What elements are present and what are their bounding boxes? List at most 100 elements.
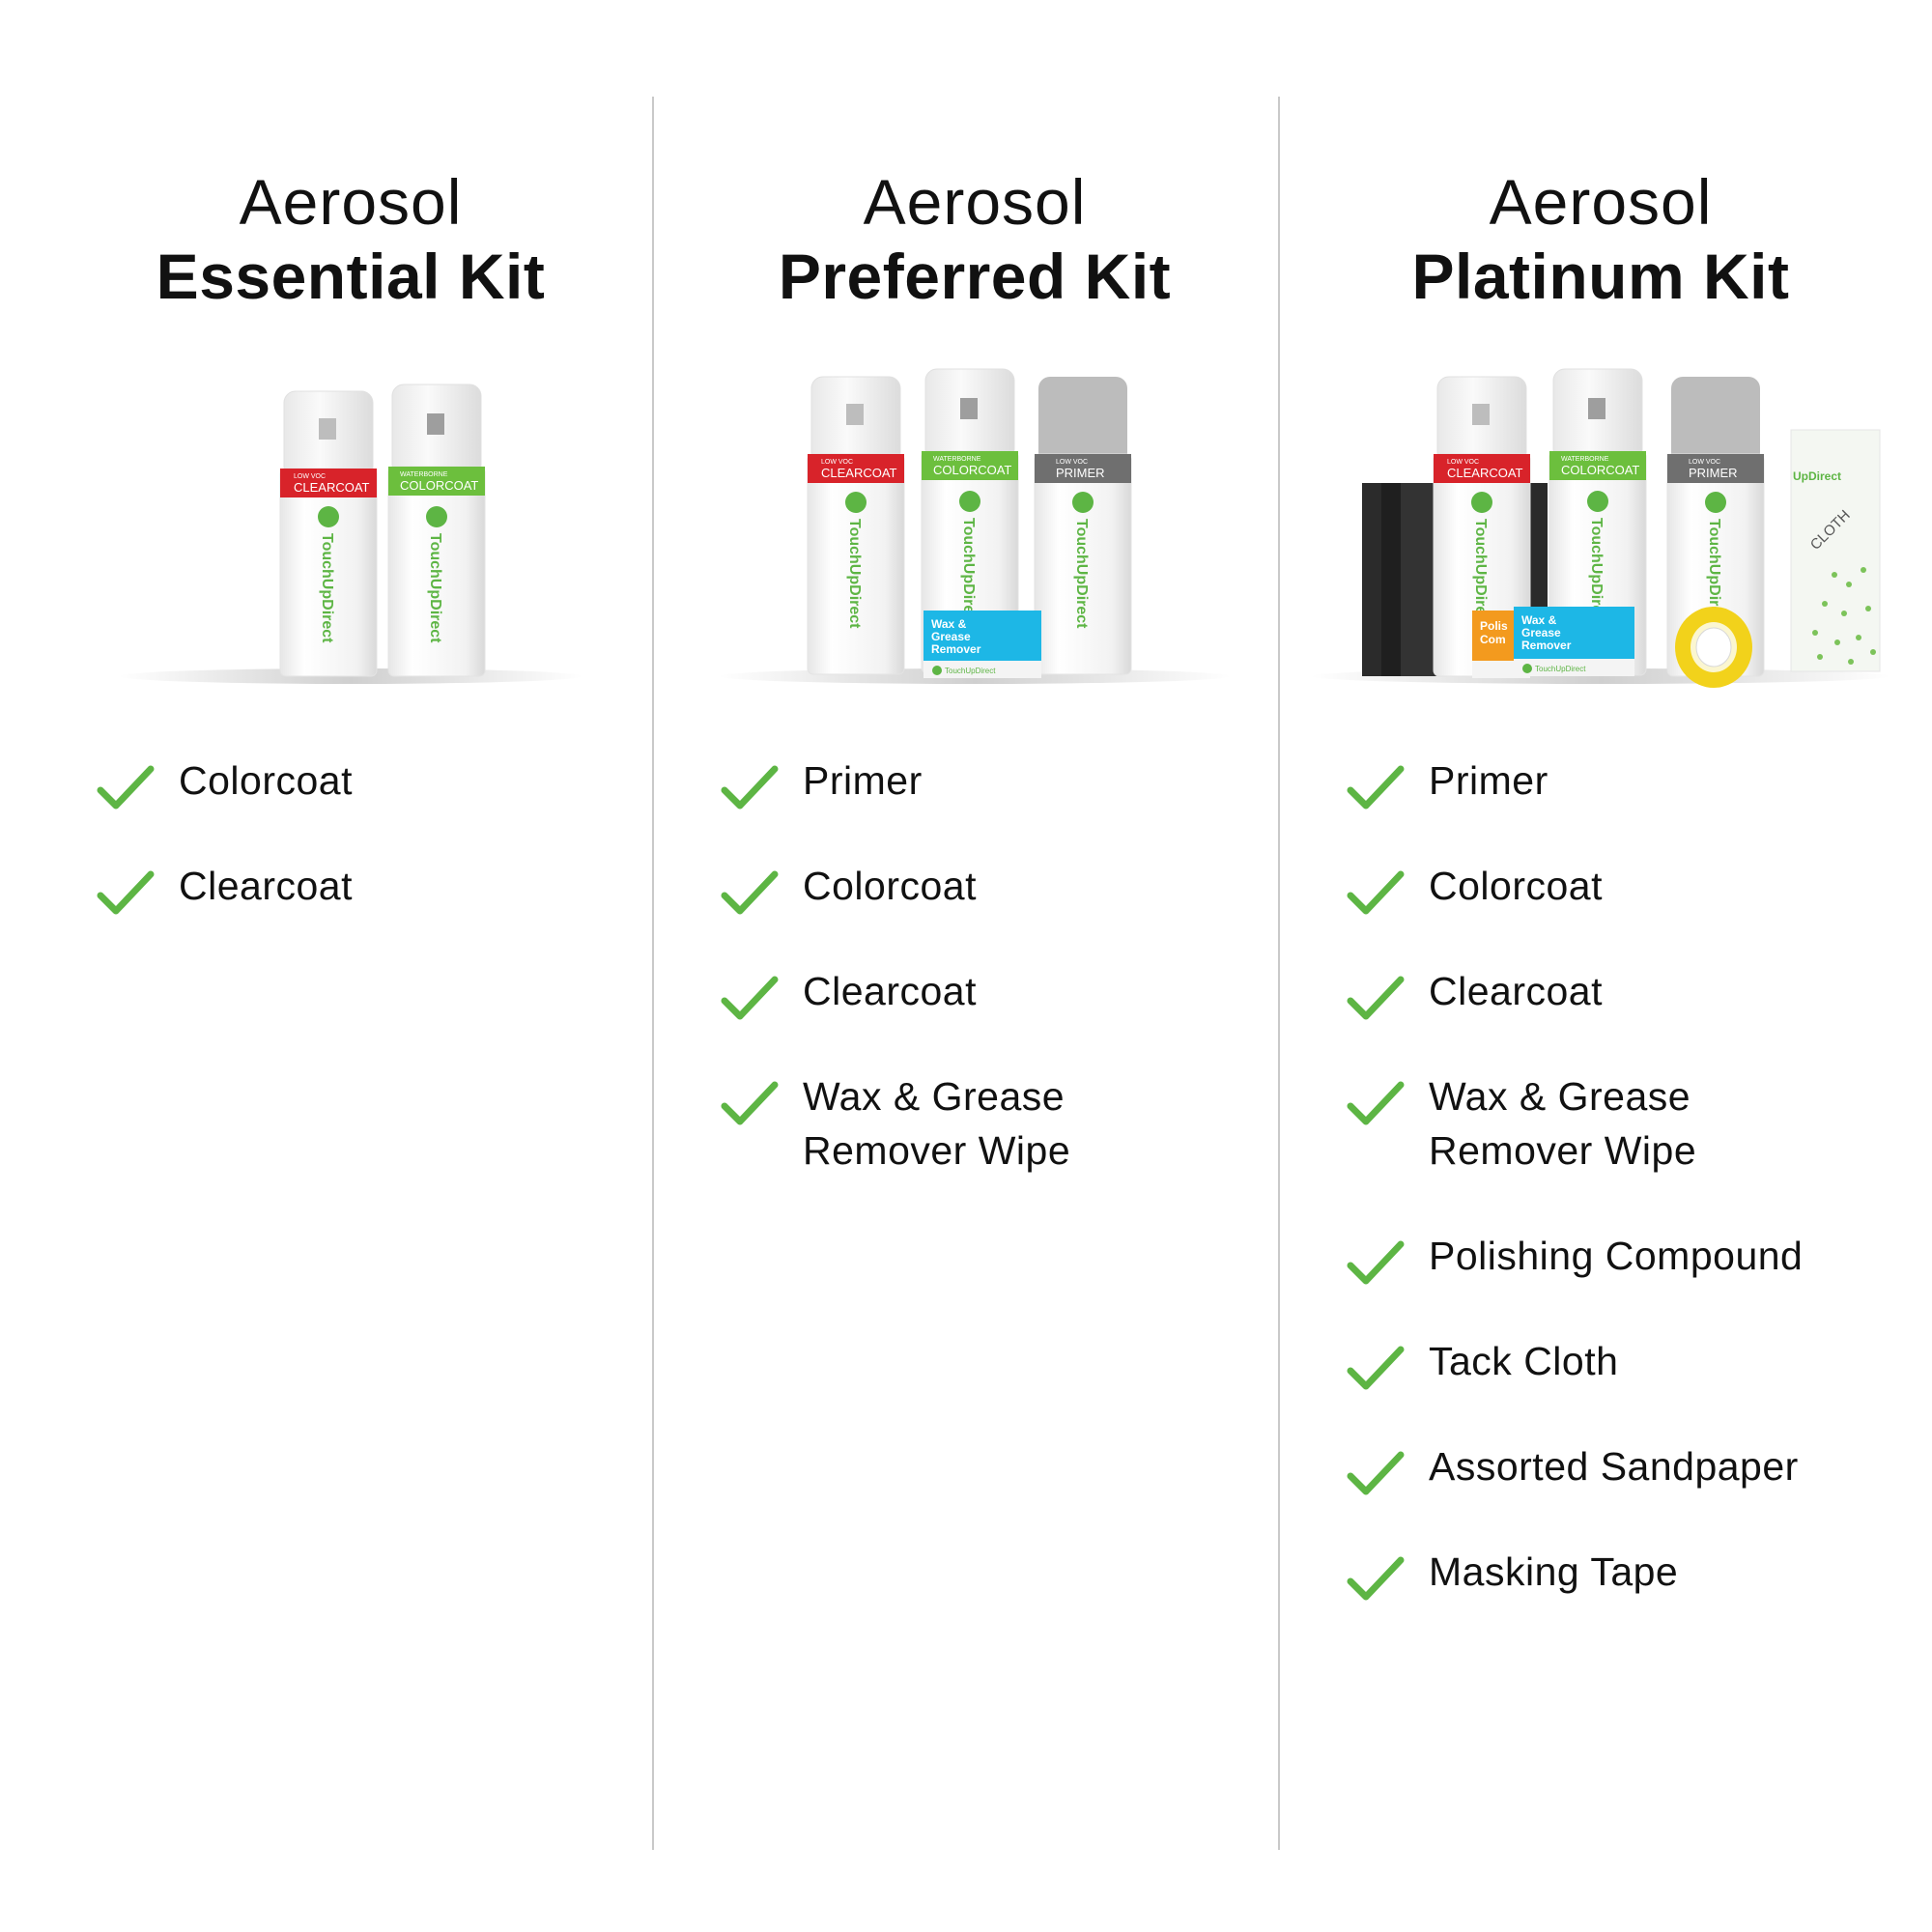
- feature-item: Clearcoat: [39, 859, 663, 915]
- preferred-kit-illustration: LOW VOC CLEARCOAT TouchUpDirect WATERBOR…: [719, 368, 1231, 684]
- feature-label: Masking Tape: [1429, 1549, 1679, 1594]
- masking-tape-roll: [1675, 607, 1752, 688]
- svg-text:CLEARCOAT: CLEARCOAT: [821, 466, 897, 480]
- kit-title-line2: Essential Kit: [156, 241, 546, 312]
- svg-text:WATERBORNE: WATERBORNE: [933, 456, 981, 463]
- checkmark-icon: [97, 765, 155, 810]
- essential-kit-illustration: LOW VOC CLEARCOAT TouchUpDirect WATERBOR…: [119, 384, 582, 684]
- svg-text:TouchUpDirect: TouchUpDirect: [427, 533, 443, 643]
- checkmark-icon: [1347, 976, 1405, 1020]
- feature-item: Clearcoat: [663, 964, 1287, 1020]
- feature-item: Wax & Grease Remover Wipe: [1289, 1069, 1913, 1178]
- feature-item: Polishing Compound: [1289, 1229, 1913, 1285]
- svg-text:WATERBORNE: WATERBORNE: [400, 471, 448, 478]
- svg-text:WATERBORNE: WATERBORNE: [1561, 456, 1609, 463]
- svg-text:PRIMER: PRIMER: [1056, 466, 1105, 480]
- feature-label: Clearcoat: [803, 969, 977, 1013]
- checkmark-icon: [721, 870, 779, 915]
- feature-list: Colorcoat Clearcoat: [39, 753, 663, 964]
- feature-item: Colorcoat: [1289, 859, 1913, 915]
- kit-title: Aerosol Platinum Kit: [1289, 164, 1913, 313]
- svg-text:TouchUpDirect: TouchUpDirect: [945, 667, 996, 675]
- kit-title-line1: Aerosol: [1489, 166, 1713, 238]
- feature-label: Tack Cloth: [1429, 1339, 1619, 1383]
- svg-text:TouchUpDirect: TouchUpDirect: [1073, 519, 1090, 629]
- wax-grease-wipe: Wax & Grease Remover TouchUpDirect: [923, 611, 1041, 678]
- svg-text:Wax &: Wax &: [931, 617, 967, 631]
- feature-label: Colorcoat: [179, 758, 353, 803]
- kit-column-preferred: Aerosol Preferred Kit LOW VOC CLEARCOAT …: [663, 0, 1287, 1932]
- tack-cloth-pack: UpDirect CLOTH: [1790, 429, 1881, 672]
- svg-text:Wax &: Wax &: [1521, 613, 1557, 627]
- svg-text:COLORCOAT: COLORCOAT: [400, 478, 478, 493]
- svg-text:TouchUpDirect: TouchUpDirect: [1472, 519, 1489, 629]
- feature-label: Wax & Grease Remover Wipe: [803, 1074, 1071, 1173]
- feature-label: Primer: [1429, 758, 1548, 803]
- column-divider-2: [1278, 97, 1280, 1850]
- feature-label: Colorcoat: [803, 864, 977, 908]
- wax-grease-wipe: Wax & Grease Remover TouchUpDirect: [1514, 607, 1634, 676]
- svg-text:LOW VOC: LOW VOC: [821, 459, 853, 466]
- feature-label: Wax & Grease Remover Wipe: [1429, 1074, 1697, 1173]
- feature-label: Colorcoat: [1429, 864, 1603, 908]
- feature-item: Colorcoat: [663, 859, 1287, 915]
- feature-item: Tack Cloth: [1289, 1334, 1913, 1390]
- checkmark-icon: [1347, 765, 1405, 810]
- feature-label: Clearcoat: [1429, 969, 1603, 1013]
- svg-text:Com: Com: [1480, 633, 1506, 646]
- clearcoat-can: LOW VOC CLEARCOAT TouchUpDirect: [279, 390, 378, 677]
- svg-text:Remover: Remover: [931, 642, 981, 656]
- feature-item: Clearcoat: [1289, 964, 1913, 1020]
- kit-title-line1: Aerosol: [863, 166, 1087, 238]
- svg-text:Grease: Grease: [931, 630, 971, 643]
- kit-title-line2: Platinum Kit: [1411, 241, 1790, 312]
- checkmark-icon: [1347, 1240, 1405, 1285]
- checkmark-icon: [1347, 870, 1405, 915]
- checkmark-icon: [721, 1081, 779, 1125]
- feature-item: Colorcoat: [39, 753, 663, 810]
- feature-label: Clearcoat: [179, 864, 353, 908]
- svg-text:LOW VOC: LOW VOC: [1056, 459, 1088, 466]
- feature-label: Assorted Sandpaper: [1429, 1444, 1799, 1489]
- checkmark-icon: [1347, 1451, 1405, 1495]
- feature-item: Masking Tape: [1289, 1545, 1913, 1601]
- primer-can: LOW VOC PRIMER TouchUpDirect: [1034, 377, 1132, 675]
- checkmark-icon: [721, 765, 779, 810]
- kit-product-image: UpDirect CLOTH LOW VOC CLEARCOAT TouchUp…: [1289, 357, 1913, 724]
- svg-text:Polis: Polis: [1480, 619, 1508, 633]
- svg-text:UpDirect: UpDirect: [1793, 469, 1841, 483]
- kit-title-line2: Preferred Kit: [778, 241, 1172, 312]
- kit-column-essential: Aerosol Essential Kit LOW VOC CLEARCOAT …: [39, 0, 663, 1932]
- svg-text:TouchUpDirect: TouchUpDirect: [319, 533, 335, 643]
- checkmark-icon: [1347, 1556, 1405, 1601]
- svg-text:LOW VOC: LOW VOC: [1689, 459, 1720, 466]
- svg-text:Grease: Grease: [1521, 626, 1561, 639]
- svg-text:COLORCOAT: COLORCOAT: [1561, 463, 1639, 477]
- feature-list: Primer Colorcoat Clearcoat Wax & Grease …: [663, 753, 1287, 1229]
- feature-label: Polishing Compound: [1429, 1234, 1804, 1278]
- svg-text:PRIMER: PRIMER: [1689, 466, 1738, 480]
- feature-label: Primer: [803, 758, 923, 803]
- kit-title-line1: Aerosol: [239, 166, 463, 238]
- svg-text:CLEARCOAT: CLEARCOAT: [294, 480, 370, 495]
- feature-item: Primer: [1289, 753, 1913, 810]
- kit-product-image: LOW VOC CLEARCOAT TouchUpDirect WATERBOR…: [701, 357, 1248, 724]
- checkmark-icon: [721, 976, 779, 1020]
- kit-column-platinum: Aerosol Platinum Kit UpDirect CLOTH: [1289, 0, 1913, 1932]
- svg-text:TouchUpDirect: TouchUpDirect: [846, 519, 863, 629]
- kit-title: Aerosol Essential Kit: [39, 164, 663, 313]
- checkmark-icon: [1347, 1346, 1405, 1390]
- svg-text:CLEARCOAT: CLEARCOAT: [1447, 466, 1523, 480]
- feature-item: Assorted Sandpaper: [1289, 1439, 1913, 1495]
- kit-title: Aerosol Preferred Kit: [663, 164, 1287, 313]
- svg-text:TouchUpDirect: TouchUpDirect: [1706, 519, 1722, 629]
- checkmark-icon: [1347, 1081, 1405, 1125]
- svg-text:Remover: Remover: [1521, 639, 1572, 652]
- feature-list: Primer Colorcoat Clearcoat Wax & Grease …: [1289, 753, 1913, 1650]
- clearcoat-can: LOW VOC CLEARCOAT TouchUpDirect: [807, 376, 905, 675]
- colorcoat-can: WATERBORNE COLORCOAT TouchUpDirect: [387, 384, 486, 677]
- svg-text:LOW VOC: LOW VOC: [1447, 459, 1479, 466]
- svg-text:TouchUpDirect: TouchUpDirect: [1588, 518, 1605, 628]
- svg-text:TouchUpDirect: TouchUpDirect: [960, 518, 977, 628]
- checkmark-icon: [97, 870, 155, 915]
